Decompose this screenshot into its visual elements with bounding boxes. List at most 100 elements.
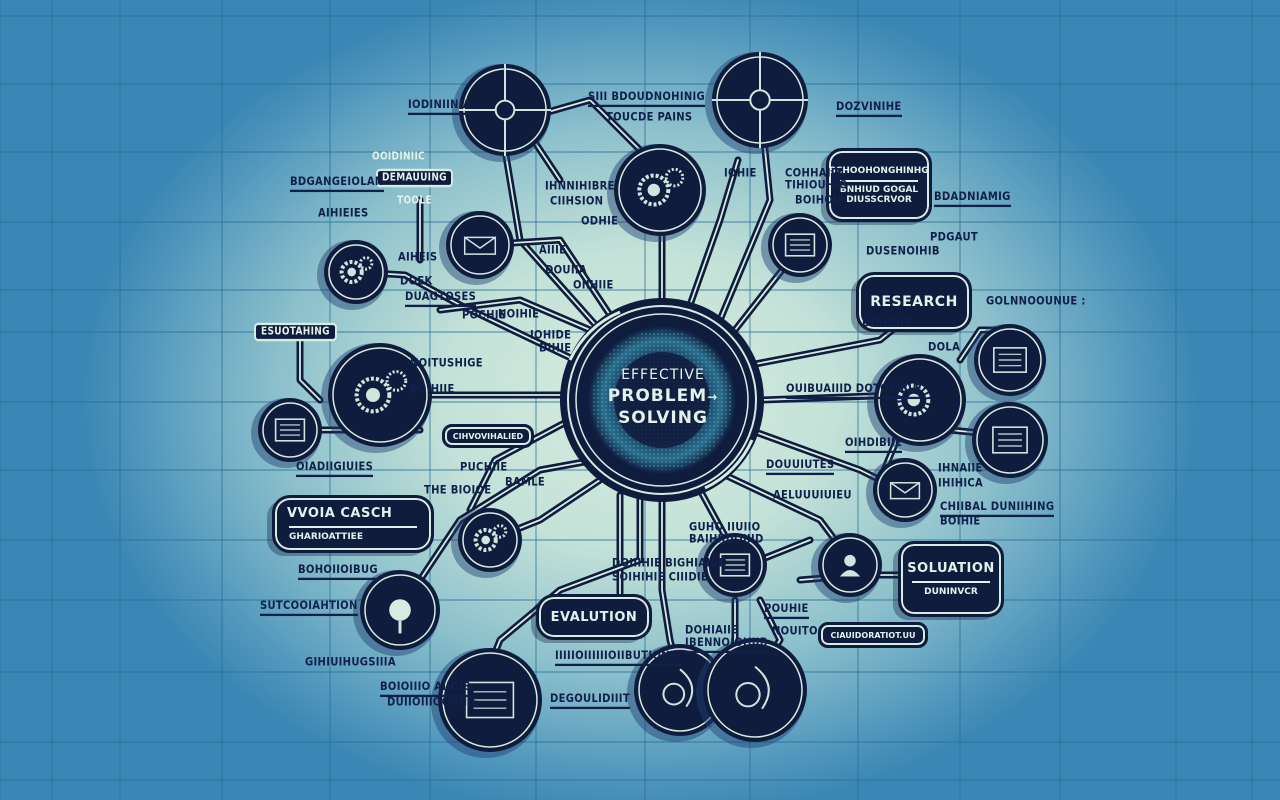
person-node[interactable]: [811, 533, 882, 603]
node-disc: [458, 508, 522, 572]
document-left-node[interactable]: [251, 398, 322, 468]
gears-icon: [473, 524, 508, 553]
annotation-label: BDGANGEIOLAN: [290, 176, 384, 193]
title-line-2: PROBLEM→: [588, 386, 738, 408]
pill-bottom-right[interactable]: CIAUIDORATIOT.UU: [818, 622, 928, 648]
sketch-icon: [662, 668, 694, 708]
annotation-label: OIHDIBIIE: [845, 437, 903, 454]
node-ring: [328, 244, 384, 300]
sketch-node[interactable]: [627, 644, 726, 742]
title-line-1: EFFECTIVE: [621, 367, 705, 383]
gears-upper-left-node[interactable]: [317, 240, 388, 310]
top-right-sub1: BNHIUD GOGAL: [839, 184, 919, 195]
annotation-label: AIIIE: [539, 244, 567, 257]
annotation-label: DOLA: [928, 341, 961, 354]
node-ring: [262, 402, 318, 458]
annotation-label: SIII BDOUDNOHINIG: [588, 91, 706, 108]
annotation-label: IODINIINIA: [408, 99, 471, 116]
annotation-label: TOUCDE PAINS: [606, 111, 693, 124]
research-node[interactable]: RESEARCH: [856, 272, 972, 332]
annotation-label: OIIHIIE: [573, 279, 614, 292]
research-label: RESEARCH: [870, 294, 958, 310]
annotation-label: AIHIEIES: [318, 207, 369, 220]
divider: [840, 179, 918, 182]
top-right-label: SCHOOHONGHINHG: [829, 165, 929, 176]
icon-nodes: [251, 52, 1048, 758]
annotation-label: DUSENOIHIB: [866, 245, 940, 258]
top-right-sub2: DIUSSCRVOR: [846, 194, 912, 205]
gears-top-node[interactable]: [607, 144, 706, 242]
node-disc: [324, 240, 388, 304]
solution-label: SOLUATION: [907, 561, 995, 576]
mail-gears-node[interactable]: [439, 211, 514, 285]
annotation-label: BOIHIE: [940, 515, 981, 528]
chart-icon: [719, 553, 751, 577]
node-ring: [442, 652, 538, 748]
connector-inner: [299, 339, 321, 401]
pill-mid-left[interactable]: CIHVOVIHALIED: [442, 424, 534, 448]
gears-lower-left-node[interactable]: [451, 508, 522, 578]
dashboard-node[interactable]: [431, 648, 542, 758]
annotation-label: PUCHIIE: [460, 461, 508, 474]
document-icon: [992, 426, 1028, 454]
crosshair-top-right-node[interactable]: [705, 52, 808, 154]
node-disc: [873, 458, 937, 522]
crosshair-icon: [712, 52, 808, 148]
annotation-label: BOIOIIIO AIIOIS: [380, 681, 471, 698]
node-ring: [772, 217, 828, 273]
gear-right-node[interactable]: [867, 354, 966, 452]
chart-screen-node[interactable]: [696, 533, 767, 603]
solution-node[interactable]: SOLUATION DUNINVCR: [898, 541, 1004, 617]
divider: [289, 526, 417, 528]
evaluation-node[interactable]: EVALUTION: [536, 594, 652, 640]
annotation-label: DOHIAIIE: [685, 624, 739, 637]
central-hub[interactable]: [560, 298, 764, 502]
pill-bottom-right-label: CIAUIDORATIOT.UU: [830, 630, 916, 640]
left-ring-label: ESUOTAHING: [254, 322, 337, 342]
annotation-label: THE BIOIOE: [424, 484, 492, 497]
laptop-node[interactable]: [761, 213, 832, 283]
top-left-ring-bottom: TOOLE: [397, 195, 432, 207]
mail-icon: [463, 236, 497, 255]
annotation-label: DOUIIA: [545, 264, 587, 277]
title-line-3: SOLVING: [618, 408, 708, 428]
node-ring: [878, 358, 962, 442]
gears-icon: [354, 370, 408, 414]
node-ring: [822, 537, 878, 593]
node-disc: [446, 211, 514, 279]
crosshair-top-node[interactable]: [452, 64, 551, 162]
annotation-label: GIHIUIHUGSIIIA: [305, 656, 396, 669]
top-right-node[interactable]: SCHOOHONGHINHG BNHIUD GOGAL DIUSSCRVOR: [826, 148, 932, 222]
annotation-label: AIHEIS: [398, 251, 438, 264]
gears-left-node[interactable]: [321, 343, 432, 453]
annotation-label: DEGOULIDIIIT: [550, 693, 630, 710]
node-ring: [450, 215, 510, 275]
document-right-mid-node[interactable]: [965, 402, 1048, 484]
annotation-label: DOIIOIIE: [862, 317, 912, 330]
annotation-label: BDADNIAMIG: [934, 191, 1011, 208]
vvoia-sublabel: GHARIOATTIEE: [289, 532, 363, 542]
annotation-label: GOLNNOOUNUE :: [986, 295, 1086, 308]
leaves-icon: [735, 665, 770, 710]
connector-inner: [519, 99, 651, 181]
node-disc: [614, 144, 706, 236]
annotation-label: PDGAUT: [930, 231, 979, 244]
document-icon: [992, 347, 1027, 373]
vvoia-casch-node[interactable]: VVOIA CASCH GHARIOATTIEE: [272, 495, 434, 553]
annotation-label: CHIIBAL DUNIIHING: [940, 501, 1055, 518]
annotation-label: IHIHICA: [938, 477, 984, 490]
document-right-top-node[interactable]: [967, 324, 1046, 402]
document-icon: [274, 418, 306, 442]
node-ring: [364, 574, 436, 646]
annotation-label: IIIIIOIIIIIIOIIBUTIONIE: [555, 650, 681, 667]
annotation-label: OUIBUAIIID DOTOTIBLE: [786, 383, 922, 400]
magnifier-node[interactable]: [353, 570, 440, 656]
edit-right-node[interactable]: [866, 458, 937, 528]
node-ring: [618, 148, 702, 232]
annotation-label: BOIHOIE: [795, 194, 845, 207]
top-left-ring-top: OOIDINIIC: [372, 151, 426, 163]
leaves-node[interactable]: [696, 638, 807, 748]
annotation-label: DUAGTOSES: [405, 291, 477, 308]
annotation-label: SUTCOOIAHTION: [260, 600, 358, 617]
